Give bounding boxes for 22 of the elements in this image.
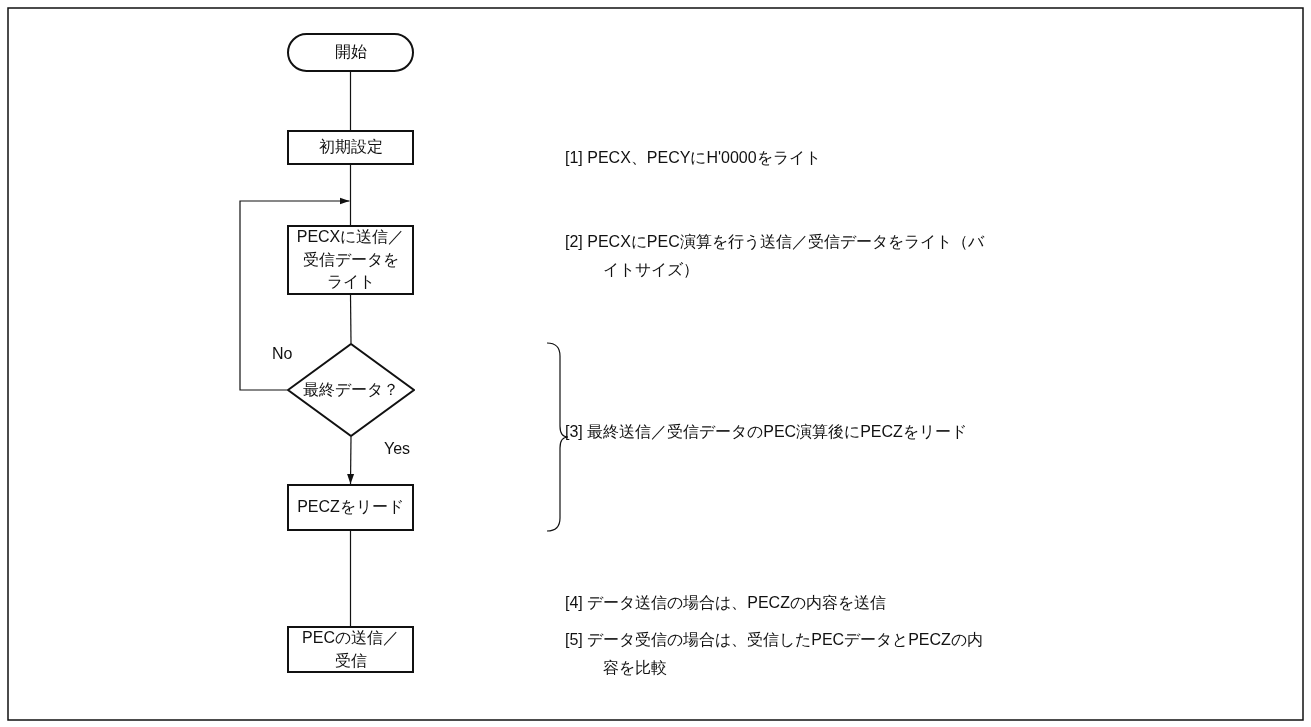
node-label: PECZをリード bbox=[296, 497, 405, 518]
node-label: 最終データ？ bbox=[302, 379, 400, 400]
terminal-box bbox=[287, 33, 414, 72]
note-text: [3] 最終送信／受信データのPEC演算後にPECZをリード bbox=[565, 422, 968, 442]
process-box bbox=[287, 130, 414, 165]
node-label: 開始 bbox=[333, 42, 368, 63]
connector-line bbox=[349, 164, 352, 226]
note-text: [1] PECX、PECYにH'0000をライト bbox=[565, 148, 822, 168]
connector-line bbox=[349, 71, 352, 131]
node-label: PECの送信／受信 bbox=[301, 628, 400, 671]
process-box bbox=[287, 626, 414, 673]
process-box bbox=[287, 484, 414, 531]
connector-line bbox=[349, 530, 352, 627]
node-label: PECXに送信／受信データをライト bbox=[295, 227, 406, 293]
note-text: [4] データ送信の場合は、PECZの内容を送信 bbox=[565, 593, 887, 613]
connector-line bbox=[349, 294, 352, 344]
note-text: [5] データ受信の場合は、受信したPECデータとPECZの内容を比較 bbox=[565, 630, 984, 678]
note-text: [2] PECXにPEC演算を行う送信／受信データをライト（バイトサイズ） bbox=[565, 232, 985, 280]
arrow bbox=[239, 197, 351, 391]
arrow bbox=[347, 436, 355, 485]
node-label: 初期設定 bbox=[317, 137, 384, 158]
process-box bbox=[287, 225, 414, 295]
